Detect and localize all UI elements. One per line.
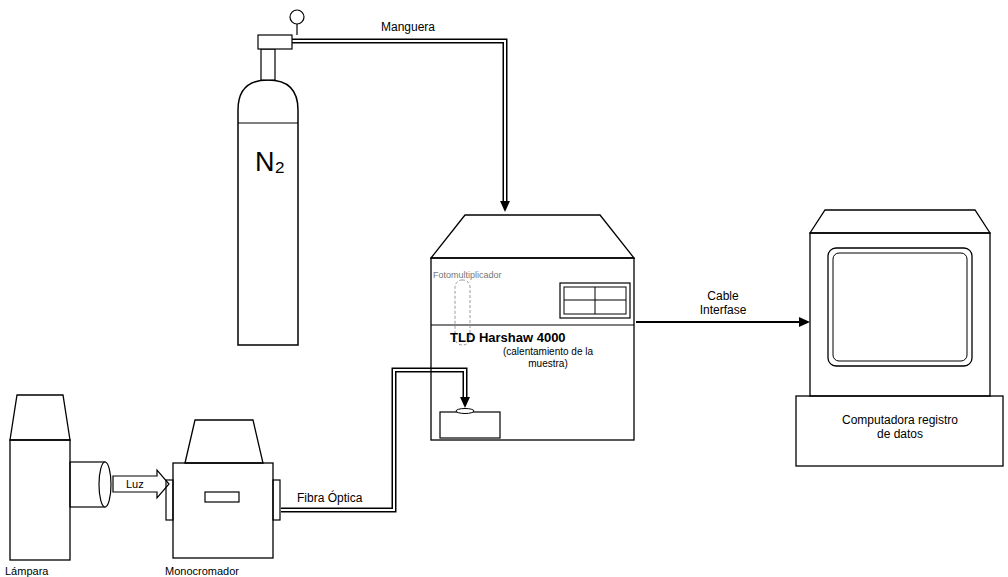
connector-label: Cable Interfase	[690, 290, 756, 318]
node-text: TLD Harshaw 4000	[450, 331, 566, 346]
gas-hose	[292, 41, 510, 212]
connector-label: Luz	[124, 478, 146, 491]
node-text: Fotomultiplicador	[433, 270, 502, 280]
gas-cylinder: N₂	[230, 5, 320, 350]
mono-outline	[165, 418, 281, 577]
arrow-head	[799, 317, 810, 327]
connector-label: Manguera	[379, 21, 437, 35]
node-text: (calentamiento de la muestra)	[496, 346, 600, 369]
node-text: Monocromador	[165, 565, 239, 577]
light-beam	[113, 470, 169, 498]
node-text: N₂	[242, 147, 298, 178]
lamp-outline	[5, 392, 117, 577]
tld-outline	[430, 212, 636, 442]
arrow-head	[460, 397, 470, 408]
cylinder-outline	[230, 5, 320, 350]
interface-cable	[636, 317, 810, 327]
arrow-head	[500, 201, 510, 212]
lamp: Lámpara	[5, 392, 117, 577]
tld-reader: FotomultiplicadorTLD Harshaw 4000(calent…	[430, 212, 636, 442]
monochromator: Monocromador	[165, 418, 281, 577]
node-text: Computadora registro de datos	[835, 414, 965, 442]
connector-label: Fibra Óptica	[295, 492, 364, 506]
node-text: Lámpara	[5, 565, 48, 577]
computer: Computadora registro de datos	[795, 208, 1005, 470]
